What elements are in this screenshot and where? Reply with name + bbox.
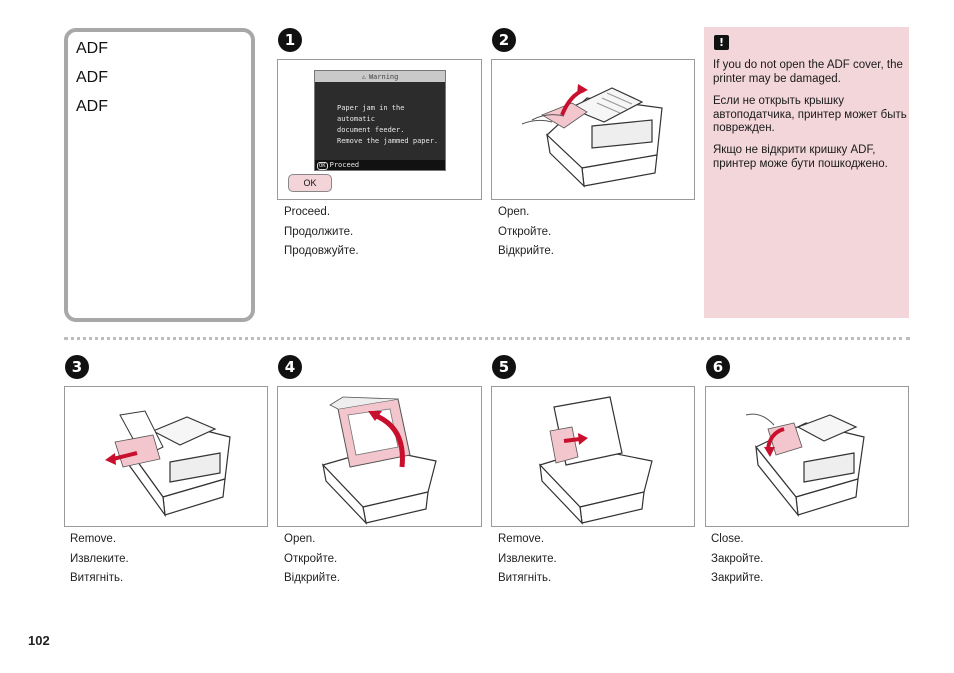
- caption-line: Close.: [711, 533, 744, 545]
- arrow-icon: [766, 427, 785, 450]
- caption-line: Remove.: [498, 533, 545, 545]
- step-number-4: 4: [278, 355, 302, 379]
- step-2-caption: Open. Откройте. Відкрийте.: [498, 203, 554, 262]
- step-1-caption: Proceed. Продолжите. Продовжуйте.: [284, 203, 359, 262]
- step-3-illustration-frame: [64, 386, 268, 527]
- step-number-5: 5: [492, 355, 516, 379]
- arrow-icon: [373, 412, 405, 468]
- arrow-icon: [112, 451, 138, 461]
- lcd-message: Paper jam in the automatic document feed…: [337, 103, 443, 147]
- title-line: ADF: [76, 40, 108, 57]
- caution-icon: !: [714, 35, 729, 50]
- ok-key-icon: OK: [317, 162, 328, 170]
- page-number: 102: [28, 633, 50, 648]
- lcd-message-line: document feeder.: [337, 126, 405, 134]
- step-3-caption: Remove. Извлеките. Витягніть.: [70, 530, 129, 589]
- step-2-illustration-frame: [491, 59, 695, 200]
- caption-line: Відкрийте.: [498, 245, 554, 257]
- caption-line: Закройте.: [711, 552, 764, 565]
- caption-line: Продовжуйте.: [284, 245, 359, 257]
- caption-line: Продолжите.: [284, 225, 354, 238]
- caption-line: Откройте.: [498, 225, 552, 238]
- caption-line: Open.: [498, 206, 530, 218]
- step-number-2: 2: [492, 28, 516, 52]
- lcd-message-line: Remove the jammed paper.: [337, 137, 439, 145]
- printer-open-adf-illustration: [521, 84, 663, 188]
- lcd-header-label: Warning: [368, 72, 399, 81]
- lcd-screen: ⚠ Warning Paper jam in the automatic doc…: [314, 70, 446, 171]
- caption-line: Извлеките.: [498, 552, 557, 565]
- step-number-1: 1: [278, 28, 302, 52]
- lcd-header: ⚠ Warning: [315, 71, 445, 82]
- caution-text-uk: Якщо не відкрити кришку ADF, принтер мож…: [713, 144, 888, 170]
- title-line: ADF: [76, 69, 108, 86]
- caption-line: Open.: [284, 533, 316, 545]
- printer-remove-paper-illustration: [105, 410, 231, 518]
- caption-line: Витягніть.: [498, 572, 552, 584]
- dotted-divider: [64, 337, 910, 340]
- step-4-illustration-frame: [277, 386, 482, 527]
- printer-close-cover-illustration: [745, 413, 865, 517]
- caption-line: Remove.: [70, 533, 117, 545]
- printer-remove-paper-scanner-illustration: [538, 396, 653, 525]
- caution-box: ! If you do not open the ADF cover, the …: [704, 27, 909, 318]
- caption-line: Відкрийте.: [284, 572, 340, 584]
- caution-text-en: If you do not open the ADF cover, the pr…: [713, 59, 903, 85]
- caption-line: Откройте.: [284, 552, 338, 565]
- printer-open-scanner-illustration: [321, 396, 437, 525]
- step-6-illustration-frame: [705, 386, 909, 527]
- step-number-3: 3: [65, 355, 89, 379]
- title-line: ADF: [76, 98, 108, 115]
- lcd-footer-label: Proceed: [329, 161, 360, 169]
- step-6-caption: Close. Закройте. Закрийте.: [711, 530, 763, 589]
- title-box: ADF ADF ADF: [64, 28, 255, 322]
- caption-line: Proceed.: [284, 206, 331, 218]
- caption-line: Закрийте.: [711, 572, 764, 584]
- step-number-6: 6: [706, 355, 730, 379]
- arrow-icon: [563, 437, 581, 443]
- caption-line: Извлеките.: [70, 552, 129, 565]
- caution-text-ru: Если не открыть крышку автоподатчика, пр…: [713, 95, 907, 134]
- warning-icon: ⚠: [361, 72, 366, 81]
- step-4-caption: Open. Откройте. Відкрийте.: [284, 530, 340, 589]
- lcd-message-line: Paper jam in the automatic: [337, 104, 405, 123]
- step-5-caption: Remove. Извлеките. Витягніть.: [498, 530, 557, 589]
- ok-button[interactable]: OK: [288, 174, 332, 192]
- caption-line: Витягніть.: [70, 572, 124, 584]
- step-5-illustration-frame: [491, 386, 695, 527]
